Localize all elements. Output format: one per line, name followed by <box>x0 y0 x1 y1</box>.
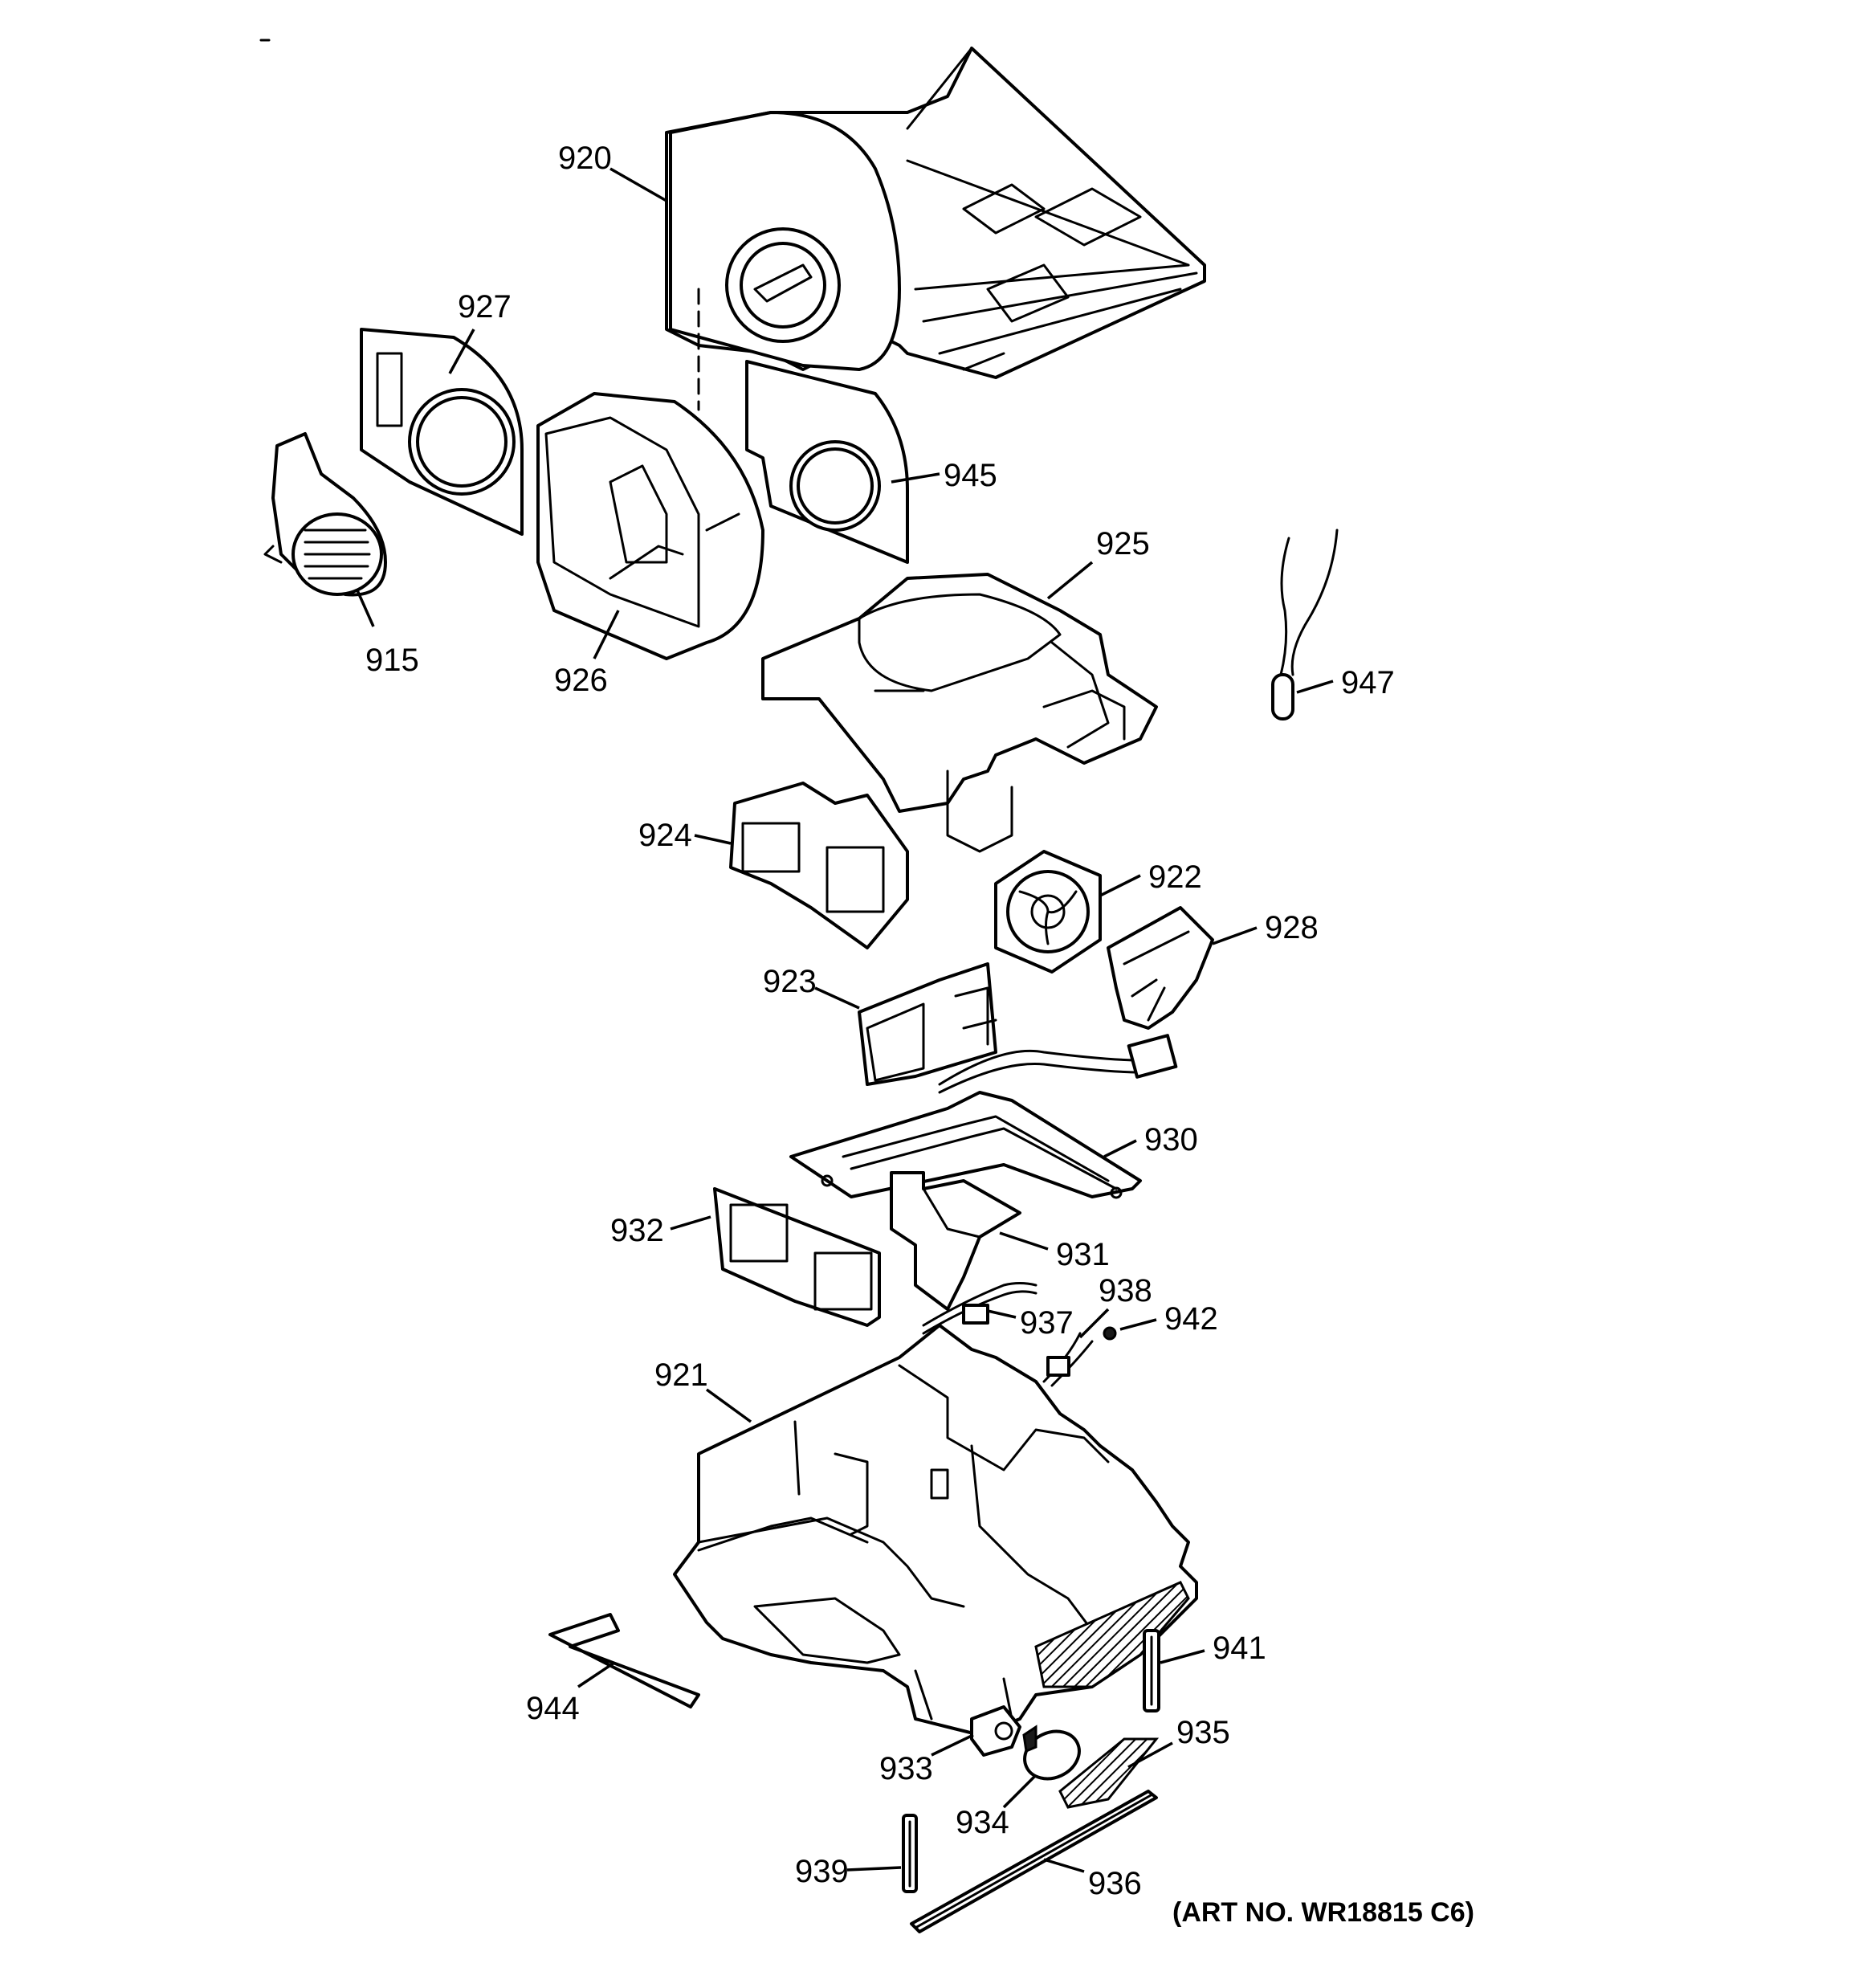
callout-938: 938 <box>1099 1273 1152 1308</box>
part-928-bracket <box>1107 906 1214 1030</box>
leader-947 <box>1296 680 1334 694</box>
leader-942 <box>1119 1318 1157 1331</box>
callout-933: 933 <box>879 1751 933 1786</box>
callout-930: 930 <box>1144 1122 1198 1157</box>
callout-925: 925 <box>1096 526 1150 561</box>
callout-945: 945 <box>944 458 997 493</box>
leader-925 <box>1046 561 1094 600</box>
leader-lines <box>356 167 1334 1873</box>
callout-947: 947 <box>1341 665 1395 700</box>
leader-937 <box>987 1309 1017 1319</box>
callout-934: 934 <box>956 1805 1009 1840</box>
callout-931: 931 <box>1056 1237 1110 1272</box>
part-933-socket <box>970 1705 1021 1757</box>
leader-923 <box>814 986 860 1010</box>
leader-930 <box>1103 1139 1137 1158</box>
leader-938 <box>1078 1308 1110 1339</box>
callout-937: 937 <box>1020 1305 1074 1341</box>
part-934-bulb <box>1022 1725 1081 1781</box>
callout-915: 915 <box>365 643 419 678</box>
part-923-damper <box>858 962 997 1086</box>
callout-932: 932 <box>610 1213 664 1248</box>
part-931-insulation <box>890 1171 1021 1311</box>
leader-941 <box>1160 1649 1205 1664</box>
part-921-dispenser-case <box>673 1324 1198 1737</box>
leader-921 <box>705 1388 752 1423</box>
callout-922: 922 <box>1148 859 1202 895</box>
part-927-gasket <box>360 328 524 536</box>
callout-920: 920 <box>558 141 612 176</box>
leader-932 <box>670 1215 711 1231</box>
leader-931 <box>999 1231 1049 1251</box>
leader-945 <box>891 472 940 484</box>
callout-927: 927 <box>458 289 512 325</box>
callout-924: 924 <box>638 818 692 853</box>
leader-936 <box>1043 1858 1085 1873</box>
callout-935: 935 <box>1176 1715 1230 1750</box>
callout-936: 936 <box>1088 1866 1142 1901</box>
leader-928 <box>1212 926 1258 945</box>
part-922-fan <box>994 850 1102 974</box>
leader-934 <box>1002 1774 1037 1809</box>
wire-harness <box>938 1034 1178 1094</box>
leader-927 <box>448 329 475 374</box>
part-939-strip <box>902 1814 918 1893</box>
part-947-sensor <box>1271 529 1339 720</box>
leader-920 <box>609 167 667 202</box>
part-936-bar <box>910 1790 1158 1933</box>
callout-926: 926 <box>554 663 608 698</box>
part-941-strip <box>1143 1629 1160 1712</box>
callout-942: 942 <box>1164 1301 1218 1337</box>
part-935-screen <box>1058 1737 1160 1809</box>
leader-939 <box>846 1866 902 1872</box>
leader-933 <box>931 1733 974 1757</box>
callout-941: 941 <box>1213 1631 1266 1666</box>
part-938-connector <box>1042 1332 1094 1387</box>
part-926-duct-housing <box>536 392 764 660</box>
callout-928: 928 <box>1265 910 1319 945</box>
callout-921: 921 <box>654 1357 708 1393</box>
leader-924 <box>694 834 732 845</box>
part-930-heater-plate <box>789 1091 1142 1199</box>
part-924-frame <box>729 782 909 949</box>
leader-915 <box>356 590 375 627</box>
leader-944 <box>577 1661 615 1688</box>
callout-939: 939 <box>795 1854 849 1889</box>
art-number: (ART NO. WR18815 C6) <box>1172 1897 1474 1928</box>
part-925-cover <box>761 573 1158 853</box>
callout-labels: 920 927 945 915 926 925 947 924 922 928 … <box>365 141 1395 1901</box>
part-920-dispenser-housing <box>665 47 1206 411</box>
leader-922 <box>1099 874 1141 897</box>
callout-923: 923 <box>763 964 817 999</box>
part-944-pad <box>548 1613 700 1708</box>
leader-935 <box>1127 1741 1173 1769</box>
part-932-gasket-frame <box>713 1187 881 1327</box>
leader-926 <box>593 610 620 659</box>
part-942-fastener <box>1103 1326 1117 1341</box>
part-937-wire-clip <box>922 1282 1037 1335</box>
callout-944: 944 <box>526 1691 580 1726</box>
part-915-fan-shroud <box>263 432 387 597</box>
part-945-gasket <box>745 360 909 564</box>
